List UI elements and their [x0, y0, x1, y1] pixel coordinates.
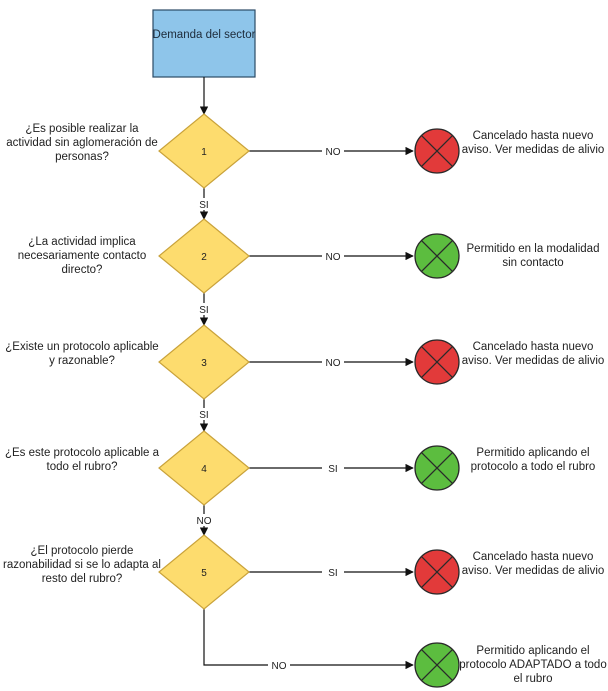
decision-number-5: 5	[201, 568, 207, 579]
edge-label-4: SI	[328, 464, 337, 475]
decision-numbers: 1 2 3 4 5	[201, 147, 207, 579]
decision-diamond-4	[158, 430, 250, 506]
down-label-4: NO	[197, 516, 212, 527]
down-label-3: SI	[199, 410, 208, 421]
decision-nodes	[158, 113, 250, 610]
outcome-3: Cancelado hasta nuevo aviso. Ver medidas…	[461, 341, 605, 367]
edge-label-3: NO	[326, 358, 341, 369]
question-5: ¿El protocolo pierde razonabilidad si se…	[3, 545, 161, 585]
start-label: Demanda del sector	[152, 29, 256, 41]
outcome-4: Permitido aplicando el protocolo a todo …	[470, 447, 596, 473]
question-1: ¿Es posible realizar la actividad sin ag…	[6, 123, 158, 163]
decision-number-4: 4	[201, 464, 207, 475]
decision-number-3: 3	[201, 358, 207, 369]
question-3: ¿Existe un protocolo aplicable y razonab…	[5, 341, 159, 367]
decision-diamond-3	[158, 324, 250, 400]
decision-diamond-1	[158, 113, 250, 189]
connectors	[199, 146, 414, 670]
cancelled-icon	[414, 339, 460, 385]
allowed-icon	[414, 233, 460, 279]
arrow-5-final	[203, 609, 414, 670]
edge-label-2: NO	[326, 252, 341, 263]
decision-diamond-2	[158, 218, 250, 294]
outcome-5: Cancelado hasta nuevo aviso. Ver medidas…	[461, 551, 605, 577]
edge-labels: NO NO NO SI SI NO SI SI SI NO	[194, 145, 344, 672]
edge-label-5: SI	[328, 568, 337, 579]
start-box	[152, 9, 256, 78]
outcome-nodes	[414, 128, 460, 688]
question-2: ¿La actividad implica necesariamente con…	[17, 236, 147, 276]
decision-number-1: 1	[201, 147, 207, 158]
cancelled-icon	[414, 128, 460, 174]
down-label-2: SI	[199, 305, 208, 316]
decision-diamond-5	[158, 534, 250, 610]
allowed-icon	[414, 445, 460, 491]
cancelled-icon	[414, 549, 460, 595]
outcome-final: Permitido aplicando el protocolo ADAPTAD…	[459, 645, 607, 685]
edge-label-final: NO	[272, 661, 287, 672]
down-label-1: SI	[199, 200, 208, 211]
edge-label-1: NO	[326, 147, 341, 158]
allowed-icon	[414, 642, 460, 688]
question-4: ¿Es este protocolo aplicable a todo el r…	[4, 447, 160, 473]
outcome-1: Cancelado hasta nuevo aviso. Ver medidas…	[461, 130, 605, 156]
decision-number-2: 2	[201, 252, 207, 263]
outcome-2: Permitido en la modalidad sin contacto	[466, 243, 600, 269]
